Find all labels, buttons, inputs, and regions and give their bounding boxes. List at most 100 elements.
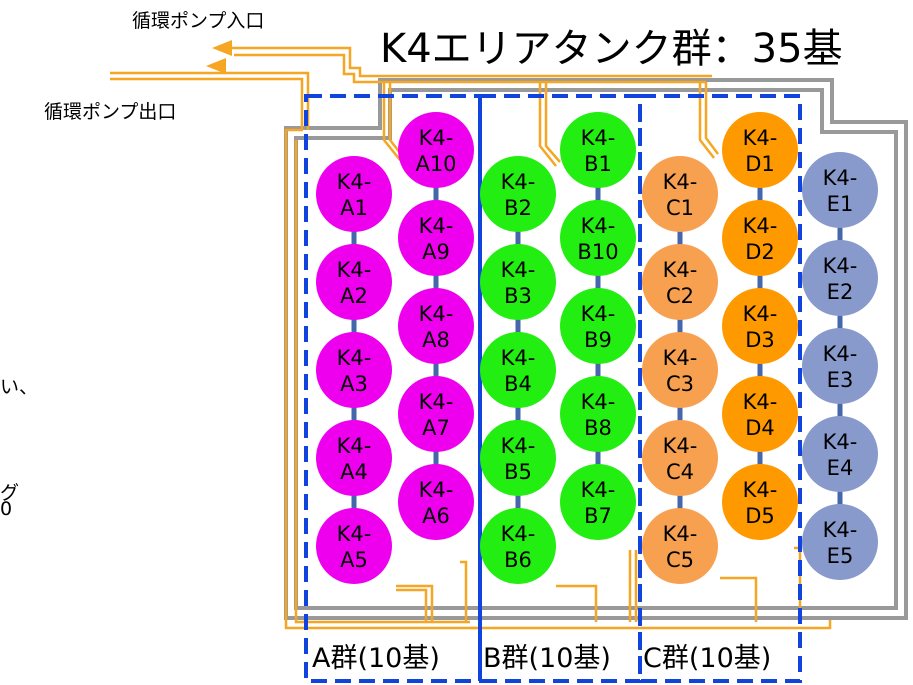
tank-k4-c3: K4-C3 xyxy=(642,332,718,408)
tank-circle xyxy=(398,288,474,364)
tank-circle xyxy=(480,332,556,408)
tank-label-line2: D5 xyxy=(745,504,775,528)
tank-label-line2: B6 xyxy=(504,548,532,572)
tank-label-line1: K4- xyxy=(743,214,778,238)
group-c-box xyxy=(638,94,802,683)
tank-label-line2: A10 xyxy=(415,152,456,176)
tank-label-line2: B4 xyxy=(504,372,532,396)
tank-k4-a7: K4-A7 xyxy=(398,376,474,452)
tank-label-line1: K4- xyxy=(823,430,858,454)
tank-k4-b2: K4-B2 xyxy=(480,156,556,232)
tank-circle xyxy=(802,328,878,404)
tank-label-line2: B2 xyxy=(504,196,532,220)
tank-k4-d1: K4-D1 xyxy=(722,112,798,188)
tank-label-line1: K4- xyxy=(663,434,698,458)
tank-label-line1: K4- xyxy=(337,434,372,458)
tank-circle xyxy=(398,200,474,276)
tank-k4-a4: K4-A4 xyxy=(316,420,392,496)
tank-label-line1: K4- xyxy=(663,258,698,282)
pump-inlet-label: 循環ポンプ入口 xyxy=(132,10,265,32)
tank-label-line2: B5 xyxy=(504,460,532,484)
circulation-pipes xyxy=(110,46,832,630)
tank-label-line2: D3 xyxy=(745,328,775,352)
tank-label-line2: A8 xyxy=(422,328,450,352)
tank-label-line2: A4 xyxy=(340,460,368,484)
tank-label-line1: K4- xyxy=(419,214,454,238)
tank-label-line1: K4- xyxy=(501,434,536,458)
tank-circle xyxy=(642,244,718,320)
enclosure-outer-wall xyxy=(284,78,908,620)
tank-label-line1: K4- xyxy=(337,522,372,546)
tank-circle xyxy=(722,200,798,276)
tank-k4-a2: K4-A2 xyxy=(316,244,392,320)
tank-k4-b10: K4-B10 xyxy=(560,200,636,276)
tank-label-line1: K4- xyxy=(581,126,616,150)
tank-label-line1: K4- xyxy=(419,302,454,326)
tank-label-line2: C2 xyxy=(666,284,694,308)
tank-label-line2: D4 xyxy=(745,416,775,440)
tank-label-line1: K4- xyxy=(823,166,858,190)
tank-k4-a3: K4-A3 xyxy=(316,332,392,408)
tank-k4-e5: K4-E5 xyxy=(802,504,878,580)
tank-k4-c1: K4-C1 xyxy=(642,156,718,232)
tank-circle xyxy=(642,508,718,584)
tank-label-line2: C1 xyxy=(666,196,694,220)
tank-k4-a9: K4-A9 xyxy=(398,200,474,276)
tank-k4-b9: K4-B9 xyxy=(560,288,636,364)
tank-circle xyxy=(480,508,556,584)
tank-k4-a1: K4-A1 xyxy=(316,156,392,232)
tank-label-line1: K4- xyxy=(823,518,858,542)
tank-circle xyxy=(560,112,636,188)
left-text-fragment: グ xyxy=(0,482,20,504)
diagram-title: K4エリアタンク群：35基 xyxy=(380,26,843,72)
tank-circle xyxy=(722,464,798,540)
tank-k4-a10: K4-A10 xyxy=(398,112,474,188)
tank-label-line2: B7 xyxy=(584,504,612,528)
tank-k4-b3: K4-B3 xyxy=(480,244,556,320)
tank-label-line2: C4 xyxy=(666,460,694,484)
tank-k4-b1: K4-B1 xyxy=(560,112,636,188)
tank-circle xyxy=(560,464,636,540)
pump-outlet-label: 循環ポンプ出口 xyxy=(44,101,177,123)
tank-label-line2: C5 xyxy=(666,548,694,572)
tank-circle xyxy=(722,112,798,188)
tank-label-line2: A1 xyxy=(340,196,368,220)
tank-circle xyxy=(480,420,556,496)
tank-circle xyxy=(480,244,556,320)
tank-circle xyxy=(802,152,878,228)
tank-label-line2: B10 xyxy=(577,240,618,264)
tank-label-line1: K4- xyxy=(419,390,454,414)
tank-label-line2: D1 xyxy=(745,152,775,176)
tank-label-line2: A3 xyxy=(340,372,368,396)
tank-circle xyxy=(398,376,474,452)
tank-label-line2: D2 xyxy=(745,240,775,264)
tank-k4-d3: K4-D3 xyxy=(722,288,798,364)
tank-circle xyxy=(722,376,798,452)
tank-label-line2: E4 xyxy=(827,456,854,480)
tank-k4-b6: K4-B6 xyxy=(480,508,556,584)
tank-circle xyxy=(316,156,392,232)
tank-label-line1: K4- xyxy=(419,126,454,150)
tank-k4-e1: K4-E1 xyxy=(802,152,878,228)
tank-circle xyxy=(316,508,392,584)
tank-k4-a6: K4-A6 xyxy=(398,464,474,540)
tank-k4-b5: K4-B5 xyxy=(480,420,556,496)
tank-label-line2: E2 xyxy=(827,280,854,304)
tank-k4-e4: K4-E4 xyxy=(802,416,878,492)
tank-label-line1: K4- xyxy=(823,342,858,366)
left-text-fragment: い、 xyxy=(0,376,39,398)
tank-label-line1: K4- xyxy=(743,390,778,414)
tank-label-line2: B8 xyxy=(584,416,612,440)
tank-circle xyxy=(560,288,636,364)
tank-circle xyxy=(802,240,878,316)
left-text-fragment: 0 xyxy=(0,498,13,520)
tank-label-line1: K4- xyxy=(663,522,698,546)
tank-circle xyxy=(398,464,474,540)
tank-label-line1: K4- xyxy=(581,214,616,238)
tank-circle xyxy=(316,420,392,496)
tank-label-line2: B1 xyxy=(584,152,612,176)
tank-label-line2: A7 xyxy=(422,416,450,440)
tank-k4-c2: K4-C2 xyxy=(642,244,718,320)
